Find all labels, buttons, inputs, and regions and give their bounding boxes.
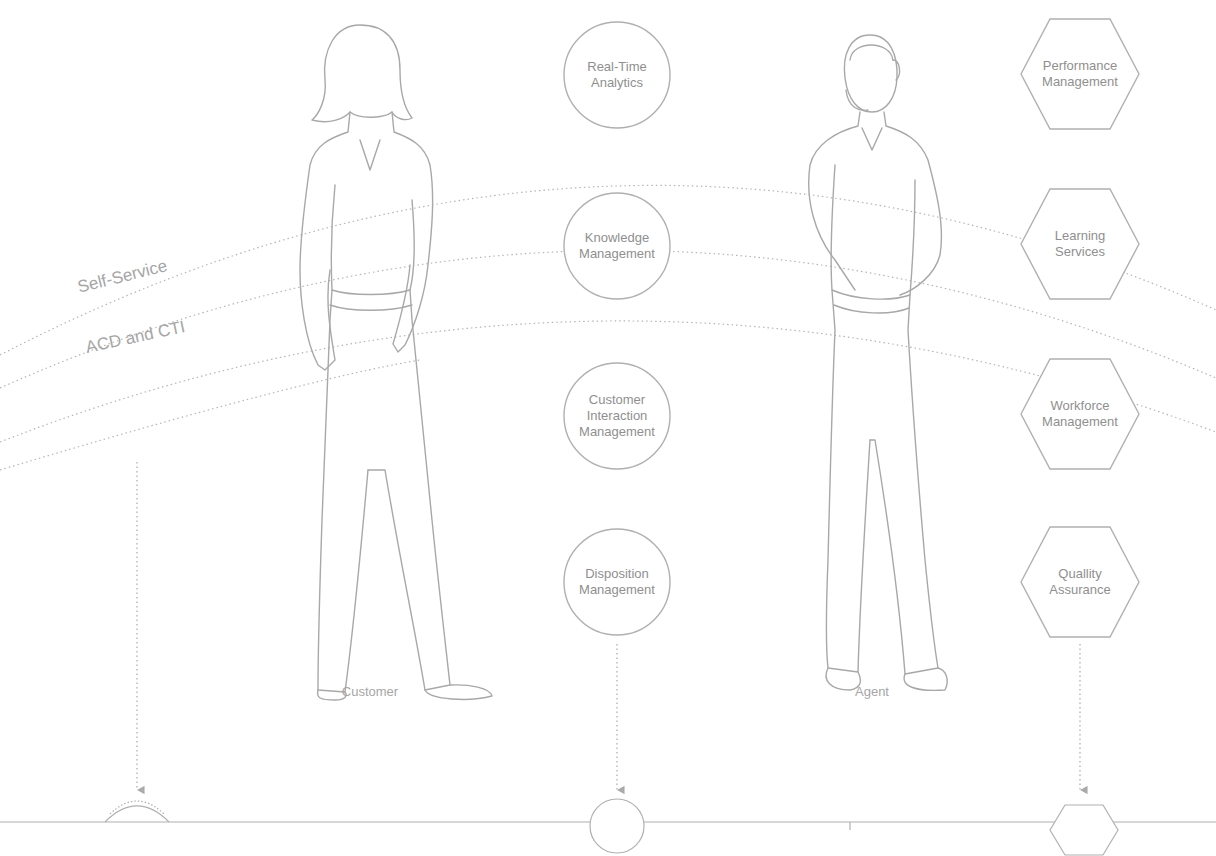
service-hexagon: Workforce Management: [1020, 358, 1140, 470]
figure-caption: Customer: [342, 684, 398, 699]
band-label: Self-Service: [76, 256, 170, 298]
arc-icon: [105, 806, 169, 822]
service-hexagon: Performance Management: [1020, 18, 1140, 130]
service-hexagon: Quallity Assurance: [1020, 526, 1140, 638]
node-label: Customer Interaction Management: [574, 392, 660, 440]
node-label: Disposition Management: [574, 566, 660, 598]
dotted-arc: [0, 360, 420, 470]
hexagon-icon: [1050, 805, 1118, 855]
customer-figure: [300, 25, 492, 700]
node-label: Knowledge Management: [574, 230, 660, 262]
band-label: ACD and CTI: [84, 317, 187, 358]
service-circle: Disposition Management: [563, 528, 671, 636]
tick: [849, 822, 850, 830]
node-label: Workforce Management: [1038, 398, 1122, 430]
figure-caption: Agent: [855, 684, 889, 699]
dotted-arrow: [1079, 644, 1080, 790]
node-label: Quallity Assurance: [1038, 566, 1122, 598]
circle-icon: [590, 799, 644, 853]
service-circle: Real-Time Analytics: [563, 21, 671, 129]
node-label: Learning Services: [1038, 228, 1122, 260]
arc-icon: [110, 801, 164, 814]
dotted-arrow: [616, 644, 617, 790]
node-label: Performance Management: [1038, 58, 1122, 90]
node-label: Real-Time Analytics: [574, 59, 660, 91]
agent-figure: [809, 35, 947, 690]
service-hexagon: Learning Services: [1020, 188, 1140, 300]
service-circle: Knowledge Management: [563, 192, 671, 300]
service-circle: Customer Interaction Management: [563, 362, 671, 470]
dotted-arrow: [136, 462, 137, 790]
